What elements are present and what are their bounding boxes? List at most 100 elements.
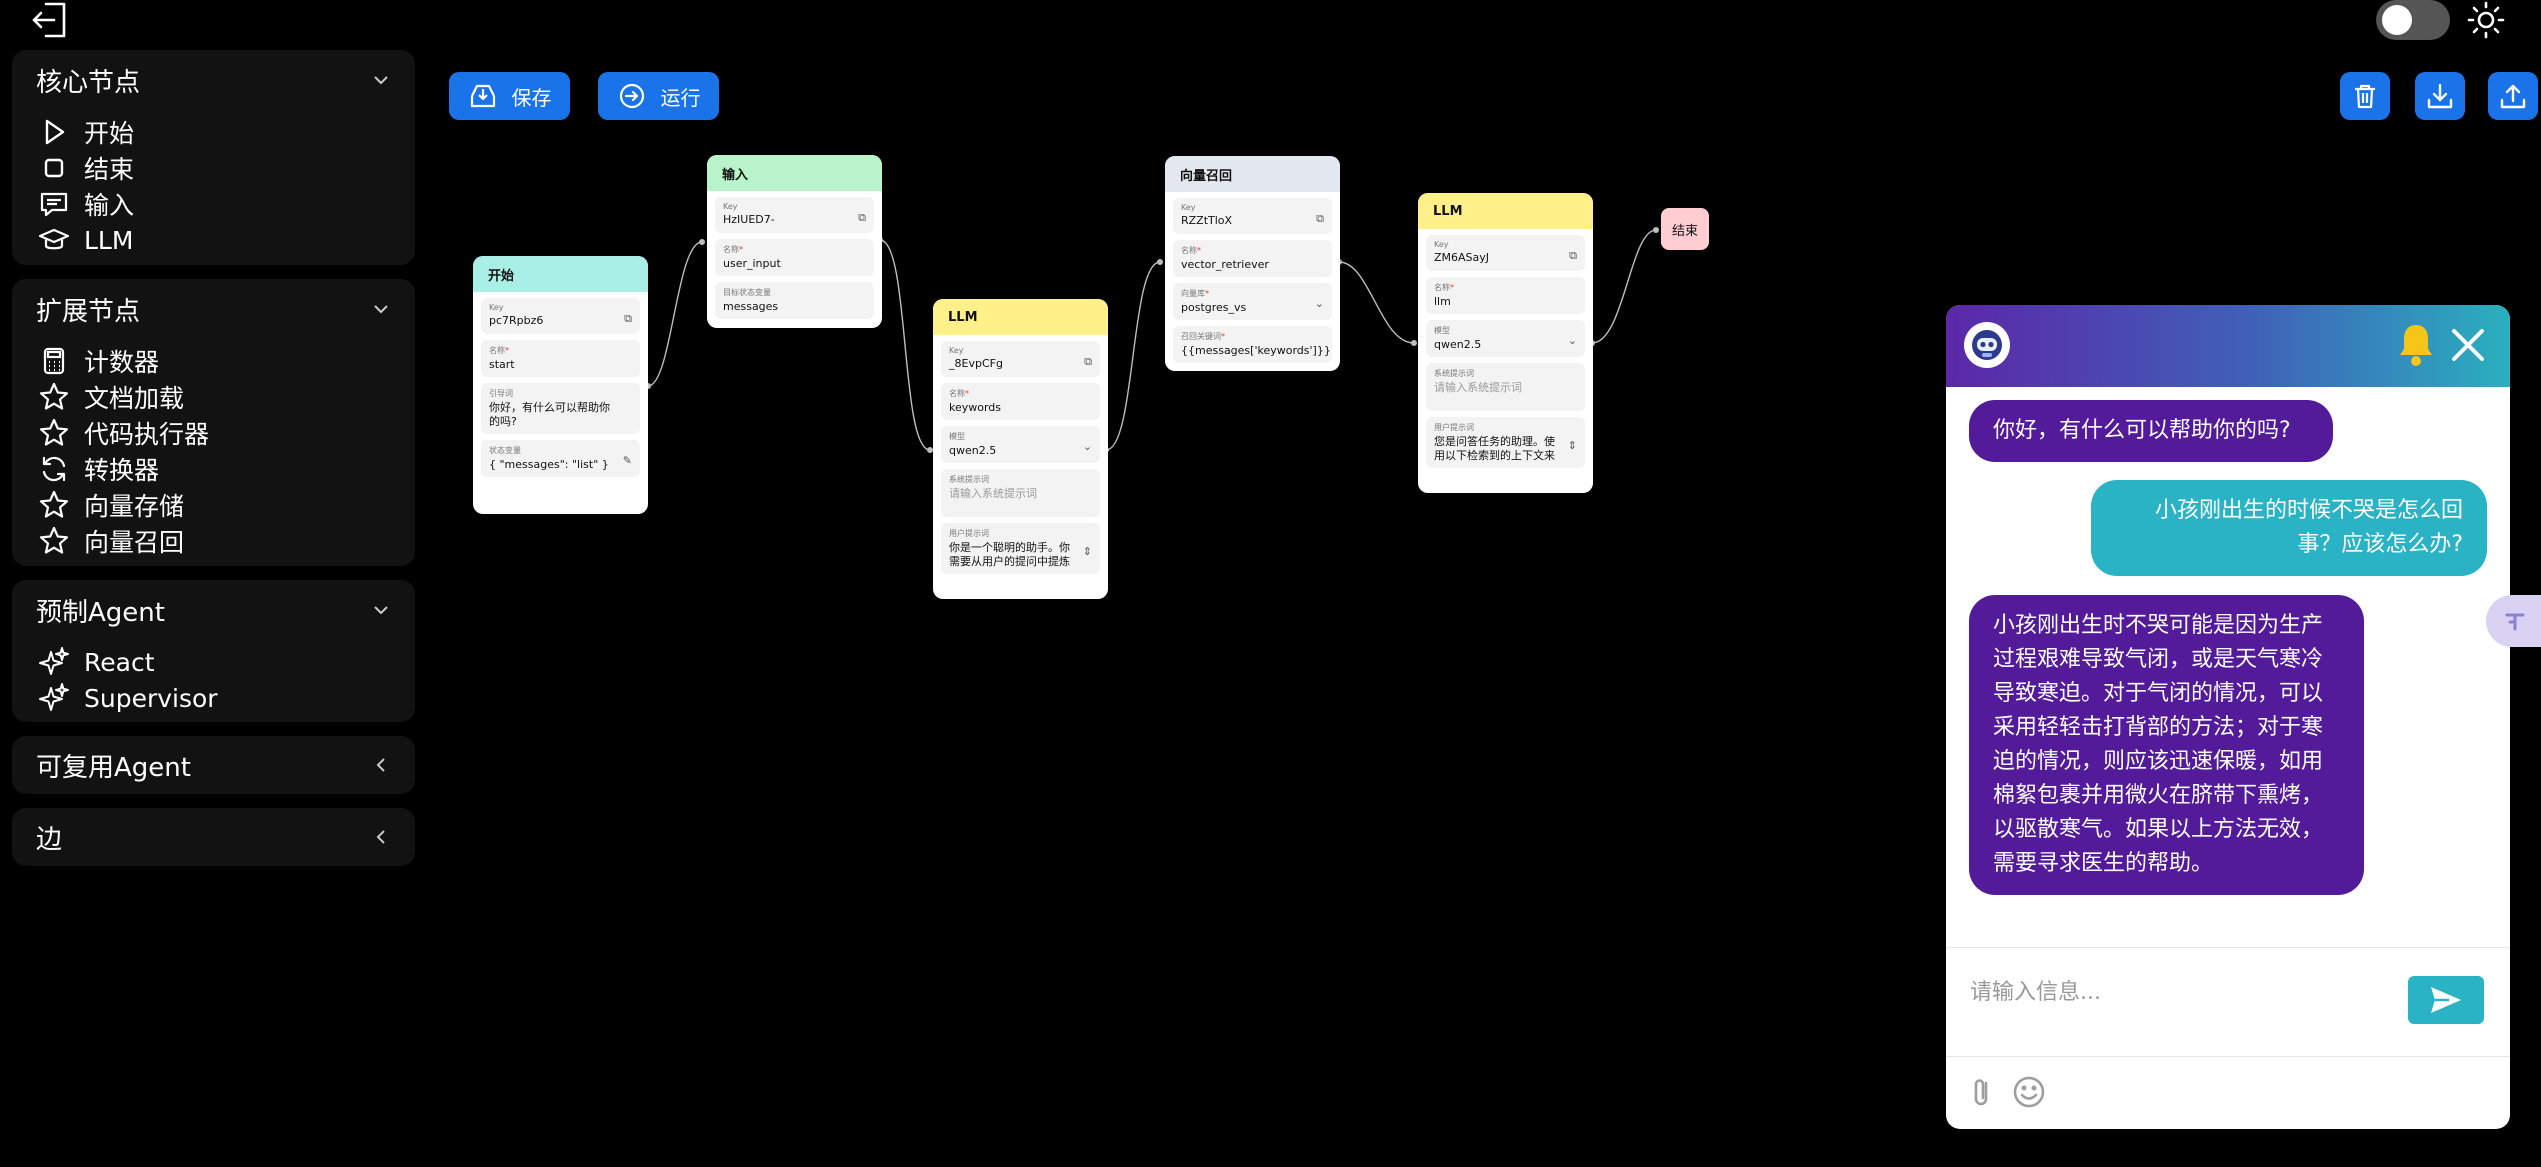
edge-llm-end[interactable] — [1591, 229, 1657, 344]
node-system-prompt-field[interactable]: 系统提示词 请输入系统提示词 — [1426, 363, 1585, 411]
sidebar-item-vector-store[interactable]: 向量存储 — [38, 487, 415, 523]
sidebar-item-react[interactable]: React — [38, 644, 415, 680]
delete-button[interactable] — [2340, 72, 2390, 120]
extended-nodes-header[interactable]: 扩展节点 — [12, 279, 415, 339]
sidebar-item-label: LLM — [84, 225, 134, 255]
chat-input[interactable] — [1970, 970, 2390, 1014]
stepper-icon[interactable]: ⇕ — [1082, 545, 1092, 558]
smile-icon[interactable] — [2012, 1075, 2046, 1109]
edges-panel: 边 — [12, 808, 415, 866]
edges-header[interactable]: 边 — [12, 808, 415, 866]
sidebar-item-label: 文档加载 — [84, 384, 185, 413]
preset-agent-header[interactable]: 预制Agent — [12, 580, 415, 640]
preset-agent-panel: 预制Agent React Supervisor — [12, 580, 415, 722]
field-label: 用户提示词 — [949, 529, 989, 538]
node-query-field[interactable]: 召回关键词* {{messages['keywords']}} — [1173, 326, 1332, 363]
node-vector-retriever[interactable]: 向量召回 Key RZZtTloX ⧉ 名称* vector_retriever… — [1165, 156, 1340, 371]
exit-icon[interactable] — [28, 0, 72, 40]
send-button[interactable] — [2408, 976, 2484, 1024]
field-placeholder: 请输入系统提示词 — [949, 487, 1037, 500]
sidebar-item-code-executor[interactable]: 代码执行器 — [38, 415, 415, 451]
graduation-cap-icon — [38, 228, 70, 250]
node-name-field[interactable]: 名称* keywords — [941, 383, 1100, 420]
field-label: 名称* — [489, 346, 509, 355]
chevron-down-icon — [374, 305, 388, 314]
node-target-field[interactable]: 目标状态变量 messages — [715, 282, 874, 319]
field-value: qwen2.5 — [1434, 338, 1482, 351]
node-llm-keywords[interactable]: LLM Key _8EvpCFg ⧉ 名称* keywords 模型 qwen2… — [933, 299, 1108, 599]
bell-icon[interactable] — [2394, 321, 2438, 369]
field-value: pc7Rpbz6 — [489, 314, 544, 327]
run-button[interactable]: 运行 — [598, 72, 719, 120]
node-system-prompt-field[interactable]: 系统提示词 请输入系统提示词 — [941, 469, 1100, 517]
node-start[interactable]: 开始 Key pc7Rpbz6 ⧉ 名称* start 引导词 你好，有什么可以… — [473, 256, 648, 514]
node-input[interactable]: 输入 Key HzIUED7- ⧉ 名称* user_input 目标状态变量 … — [707, 155, 882, 328]
node-user-prompt-field[interactable]: 用户提示词 你是一个聪明的助手。你需要从用户的提问中提炼出关 ⇕ — [941, 523, 1100, 574]
field-label: 向量库* — [1181, 289, 1209, 298]
edit-icon[interactable]: ✎ — [622, 454, 632, 467]
node-key-field: Key RZZtTloX ⧉ — [1173, 198, 1332, 234]
sidebar-item-end[interactable]: 结束 — [38, 150, 415, 186]
close-icon[interactable] — [2446, 323, 2490, 367]
label-text: 名称 — [1434, 283, 1450, 292]
field-label: 名称* — [1181, 246, 1201, 255]
message-icon — [40, 192, 68, 217]
paperclip-icon[interactable] — [1966, 1075, 2000, 1109]
chevron-left-icon — [376, 830, 385, 844]
copy-icon[interactable]: ⧉ — [1316, 212, 1324, 225]
save-button[interactable]: 保存 — [449, 72, 570, 120]
node-state-field[interactable]: 状态变量 { "messages": "list" } ✎ — [481, 440, 640, 477]
node-guide-field[interactable]: 引导词 你好，有什么可以帮助你的吗? — [481, 383, 640, 434]
node-model-select[interactable]: 模型 qwen2.5 ⌄ — [1426, 320, 1585, 357]
chat-header — [1946, 305, 2510, 387]
sidebar-item-transformer[interactable]: 转换器 — [38, 451, 415, 487]
sidebar-item-llm[interactable]: LLM — [38, 222, 415, 258]
node-title: LLM — [933, 299, 1108, 335]
copy-icon[interactable]: ⧉ — [858, 211, 866, 224]
chat-footer — [1946, 1057, 2510, 1129]
core-nodes-header[interactable]: 核心节点 — [12, 50, 415, 110]
node-model-select[interactable]: 模型 qwen2.5 ⌄ — [941, 426, 1100, 463]
star-icon — [39, 382, 69, 410]
field-value: RZZtTloX — [1181, 214, 1233, 227]
sidebar-item-label: 向量存储 — [84, 492, 185, 521]
sidebar-item-counter[interactable]: 计数器 — [38, 343, 415, 379]
theme-toggle[interactable] — [2376, 0, 2450, 40]
sidebar-item-input[interactable]: 输入 — [38, 186, 415, 222]
node-llm-answer[interactable]: LLM Key ZM6ASayJ ⧉ 名称* llm 模型 qwen2.5 ⌄ … — [1418, 193, 1593, 493]
upload-button[interactable] — [2488, 72, 2538, 120]
copy-icon[interactable]: ⧉ — [1084, 355, 1092, 368]
square-icon — [44, 158, 64, 178]
copy-icon[interactable]: ⧉ — [624, 312, 632, 325]
node-name-field[interactable]: 名称* vector_retriever — [1173, 240, 1332, 277]
edge-input-llm[interactable] — [879, 239, 931, 451]
toggle-knob — [2382, 5, 2412, 35]
field-label: 名称* — [723, 245, 743, 254]
edge-start-input[interactable] — [647, 241, 703, 387]
download-button[interactable] — [2415, 72, 2465, 120]
copy-icon[interactable]: ⧉ — [1569, 249, 1577, 262]
node-key-field: Key pc7Rpbz6 ⧉ — [481, 298, 640, 334]
label-text: 向量库 — [1181, 289, 1205, 298]
sidebar-item-start[interactable]: 开始 — [38, 114, 415, 150]
node-name-field[interactable]: 名称* start — [481, 340, 640, 377]
sidebar-item-vector-retriever[interactable]: 向量召回 — [38, 523, 415, 559]
sidebar-item-supervisor[interactable]: Supervisor — [38, 680, 415, 716]
reusable-agent-header[interactable]: 可复用Agent — [12, 736, 415, 794]
stepper-icon[interactable]: ⇕ — [1567, 439, 1577, 452]
node-name-field[interactable]: 名称* user_input — [715, 239, 874, 276]
sun-icon[interactable] — [2464, 0, 2508, 40]
node-end[interactable]: 结束 — [1661, 208, 1709, 250]
node-title: LLM — [1418, 193, 1593, 229]
edge-retriever-llm[interactable] — [1338, 261, 1415, 344]
chevron-left-icon — [376, 758, 385, 772]
node-user-prompt-field[interactable]: 用户提示词 您是问答任务的助理。使用以下检索到的上下文来回答 ⇕ — [1426, 417, 1585, 468]
node-store-select[interactable]: 向量库* postgres_vs ⌄ — [1173, 283, 1332, 320]
sidebar-item-doc-loader[interactable]: 文档加载 — [38, 379, 415, 415]
edge-llm-retriever[interactable] — [1105, 261, 1161, 451]
sidebar-item-label: Supervisor — [84, 683, 218, 713]
upload-icon — [2500, 84, 2526, 109]
field-value: _8EvpCFg — [949, 357, 1003, 370]
node-name-field[interactable]: 名称* llm — [1426, 277, 1585, 314]
side-assistant-tab[interactable] — [2486, 595, 2541, 647]
